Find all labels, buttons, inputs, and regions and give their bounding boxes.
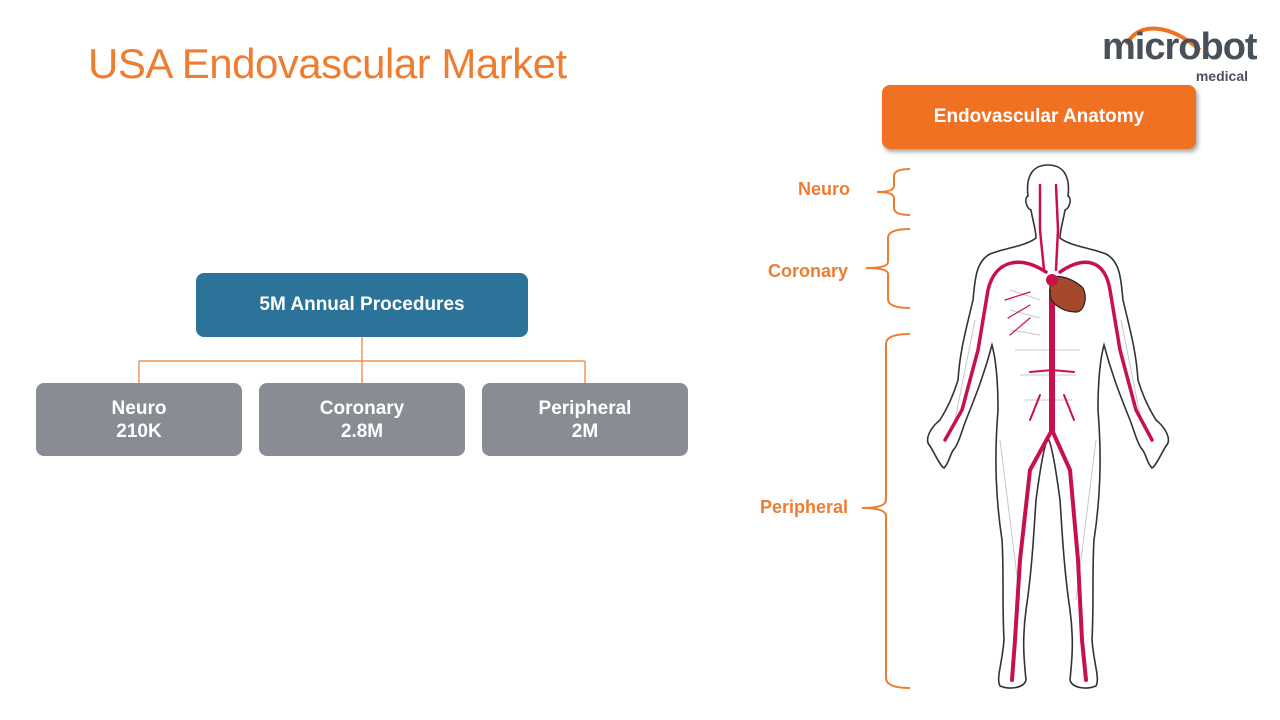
- anatomy-label-peripheral: Peripheral: [759, 497, 848, 517]
- neuro-box: Neuro 210K: [36, 383, 242, 456]
- logo-main-text: microbot: [1102, 26, 1258, 68]
- heart-icon: [1049, 275, 1086, 313]
- endovascular-anatomy-button[interactable]: Endovascular Anatomy: [882, 85, 1196, 149]
- annual-procedures-box: 5M Annual Procedures: [196, 273, 528, 337]
- peripheral-name: Peripheral: [538, 397, 632, 419]
- microbot-logo: microbot medical: [1100, 24, 1258, 88]
- coronary-name: Coronary: [319, 397, 405, 419]
- logo-sub-text: medical: [1195, 68, 1248, 84]
- anatomy-label-coronary: Coronary: [767, 261, 848, 281]
- peripheral-value: 2M: [571, 420, 599, 442]
- peripheral-bracket: [861, 333, 911, 689]
- peripheral-box: Peripheral 2M: [482, 383, 688, 456]
- page-title: USA Endovascular Market: [88, 40, 567, 87]
- coronary-box: Coronary 2.8M: [259, 383, 465, 456]
- neuro-value: 210K: [116, 420, 162, 442]
- human-anatomy-icon: [926, 164, 1170, 689]
- coronary-value: 2.8M: [340, 420, 384, 442]
- neuro-name: Neuro: [111, 397, 167, 419]
- coronary-bracket: [865, 228, 911, 309]
- logo-swoosh-icon: [1125, 26, 1202, 52]
- anatomy-label-neuro: Neuro: [797, 179, 850, 199]
- neuro-bracket: [876, 168, 911, 216]
